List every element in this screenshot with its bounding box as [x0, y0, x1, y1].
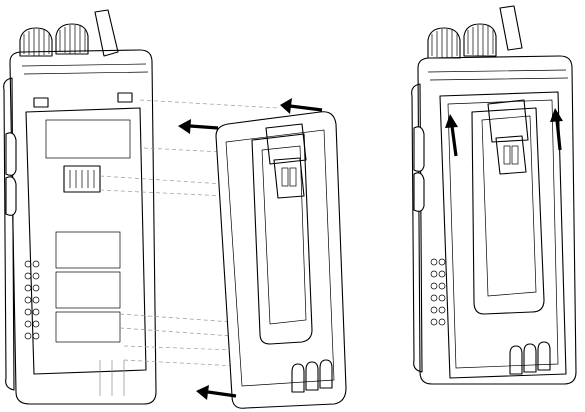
side-grip	[4, 78, 14, 390]
label-area	[46, 120, 130, 158]
antenna	[95, 10, 118, 56]
battery-outline	[216, 112, 346, 409]
arrow-left-bottom	[196, 385, 236, 400]
arrow-left-top	[280, 98, 322, 114]
battery-compartment	[26, 108, 146, 374]
battery-contacts	[64, 166, 100, 192]
inner-panel-3	[56, 312, 120, 342]
latch-slot-left	[34, 98, 48, 107]
radio-body-right	[412, 6, 576, 384]
arrow-up-left	[445, 114, 458, 156]
ptt-button-right	[414, 127, 424, 171]
side-button-right	[414, 173, 424, 211]
inner-panel-2	[56, 272, 120, 308]
knob-left-right	[428, 28, 460, 58]
radio-housing	[10, 50, 156, 404]
arrow-left-middle	[178, 119, 218, 134]
battery-pack	[216, 112, 346, 409]
knob-right-right	[464, 24, 496, 56]
speaker-grille-right	[431, 259, 445, 325]
inner-panel-1	[56, 232, 120, 268]
latch-slot-right	[118, 93, 132, 102]
radio-body-left	[4, 10, 156, 404]
antenna-right	[500, 6, 522, 50]
ptt-button	[6, 133, 16, 175]
attached-battery	[440, 92, 566, 378]
battery-feet-right	[510, 342, 550, 374]
knob-right	[56, 24, 88, 54]
side-button	[6, 177, 16, 215]
arrow-up-right	[550, 108, 563, 150]
